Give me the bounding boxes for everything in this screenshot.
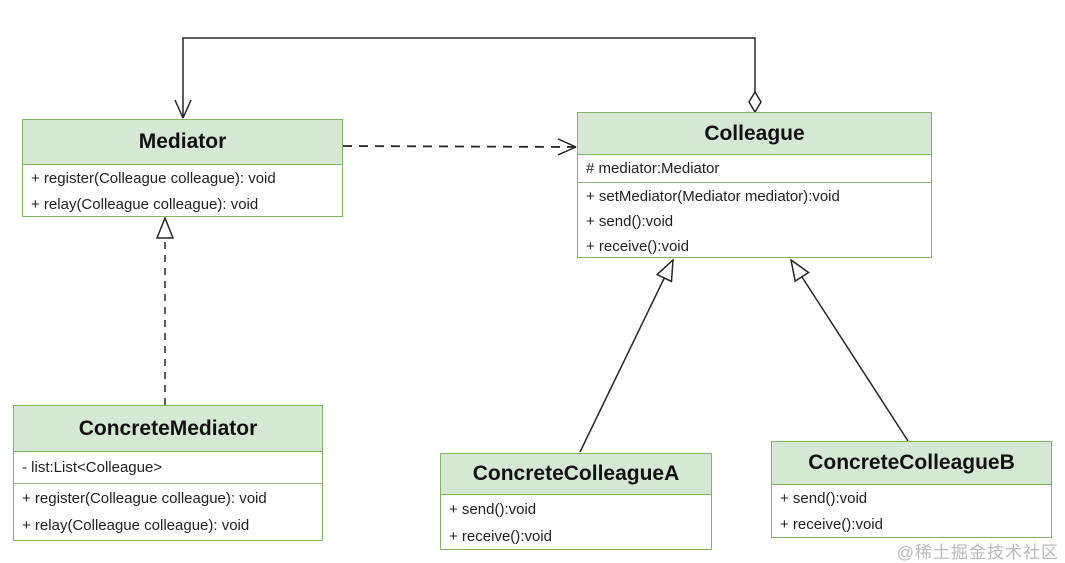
class-title-concrete-colleague-a: ConcreteColleagueA (441, 454, 711, 495)
class-box-colleague: Colleague # mediator:Mediator + setMedia… (577, 112, 932, 258)
class-attribute: - list:List<Colleague> (22, 459, 163, 476)
class-method: + receive():void (780, 516, 883, 533)
association-colleague-to-mediator (174, 37, 756, 119)
class-method: + send():void (449, 501, 537, 518)
class-method: + relay(Colleague colleague): void (22, 517, 250, 534)
class-method: + setMediator(Mediator mediator):void (586, 188, 840, 205)
class-title-concrete-mediator: ConcreteMediator (14, 406, 322, 452)
class-method: + receive():void (586, 238, 689, 255)
class-method: + send():void (780, 490, 868, 507)
attributes-compartment: # mediator:Mediator (578, 155, 931, 183)
class-box-concrete-colleague-a: ConcreteColleagueA + send():void + recei… (440, 453, 712, 550)
methods-compartment: + register(Colleague colleague): void + … (23, 165, 342, 218)
class-title-concrete-colleague-b: ConcreteColleagueB (772, 442, 1051, 485)
class-box-concrete-colleague-b: ConcreteColleagueB + send():void + recei… (771, 441, 1052, 538)
attributes-compartment: - list:List<Colleague> (14, 452, 322, 484)
class-box-concrete-mediator: ConcreteMediator - list:List<Colleague> … (13, 405, 323, 541)
class-method: + relay(Colleague colleague): void (31, 196, 259, 213)
inheritance-concretecolleagueb-to-colleague (791, 260, 909, 442)
class-attribute: # mediator:Mediator (586, 160, 720, 177)
methods-compartment: + send():void + receive():void (772, 485, 1051, 538)
class-method: + send():void (586, 213, 674, 230)
class-method: + receive():void (449, 528, 552, 545)
methods-compartment: + setMediator(Mediator mediator):void + … (578, 183, 931, 259)
class-method: + register(Colleague colleague): void (31, 170, 276, 187)
dependency-mediator-to-colleague (342, 138, 577, 156)
methods-compartment: + register(Colleague colleague): void + … (14, 484, 322, 539)
class-title-mediator: Mediator (23, 120, 342, 165)
watermark: @稀土掘金技术社区 (896, 543, 1059, 562)
methods-compartment: + send():void + receive():void (441, 495, 711, 550)
class-box-mediator: Mediator + register(Colleague colleague)… (22, 119, 343, 217)
class-title-colleague: Colleague (578, 113, 931, 155)
class-method: + register(Colleague colleague): void (22, 490, 267, 507)
inheritance-concretecolleaguea-to-colleague (579, 260, 673, 453)
aggregation-diamond-icon (748, 90, 762, 114)
